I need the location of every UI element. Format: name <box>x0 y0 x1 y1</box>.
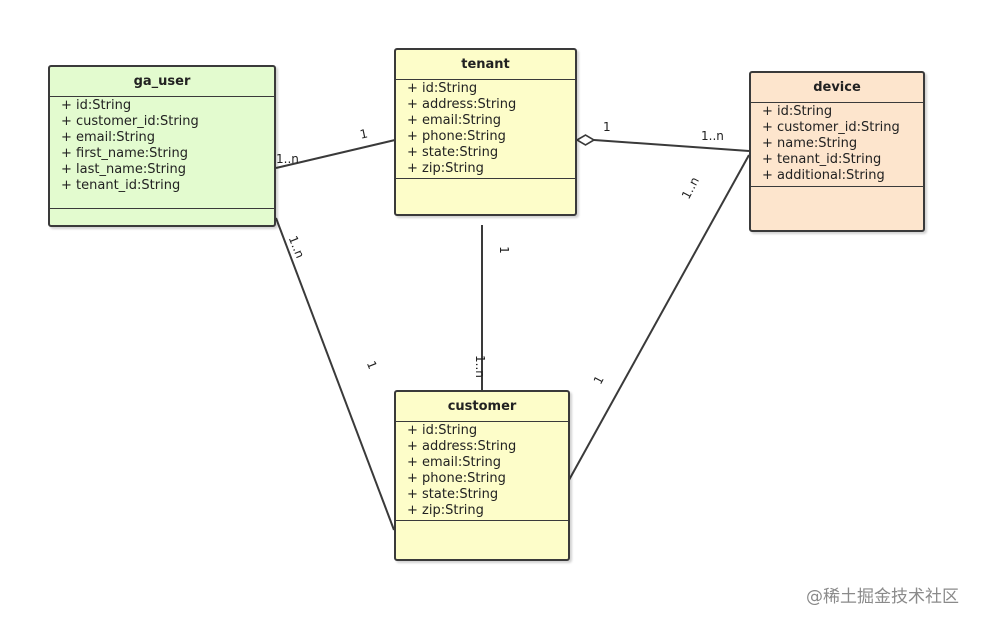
edge-tenant-device[interactable] <box>593 139 750 152</box>
edge-gauser-customer[interactable] <box>275 217 395 531</box>
class-tenant[interactable]: tenant + id:String + address:String + em… <box>394 48 577 216</box>
class-attributes: + id:String + address:String + email:Str… <box>396 80 575 179</box>
aggregation-diamond-icon <box>575 134 596 146</box>
class-title: customer <box>396 392 568 422</box>
attribute: + phone:String <box>407 129 506 144</box>
class-attributes: + id:String + address:String + email:Str… <box>396 422 568 521</box>
attribute: + first_name:String <box>61 146 188 161</box>
edge-gauser-tenant[interactable] <box>275 139 396 169</box>
attribute: + id:String <box>61 98 132 113</box>
multiplicity-label: 1..n <box>473 355 487 378</box>
attribute: + customer_id:String <box>762 120 900 135</box>
class-customer[interactable]: customer + id:String + address:String + … <box>394 390 570 561</box>
attribute: + id:String <box>407 423 478 438</box>
attribute: + tenant_id:String <box>61 178 181 193</box>
attribute: + address:String <box>407 97 517 112</box>
attribute: + email:String <box>407 113 502 128</box>
class-title: tenant <box>396 50 575 80</box>
class-attributes: + id:String + customer_id:String + email… <box>50 97 274 209</box>
attribute: + tenant_id:String <box>762 152 882 167</box>
class-ga-user[interactable]: ga_user + id:String + customer_id:String… <box>48 65 276 227</box>
attribute: + address:String <box>407 439 517 454</box>
attribute: + email:String <box>407 455 502 470</box>
watermark: @稀土掘金技术社区 <box>806 587 959 607</box>
attribute: + state:String <box>407 145 499 160</box>
attribute: + state:String <box>407 487 499 502</box>
attribute: + id:String <box>762 104 833 119</box>
multiplicity-label: 1..n <box>701 129 724 143</box>
attribute: + zip:String <box>407 503 484 518</box>
class-title: ga_user <box>50 67 274 97</box>
edge-device-customer[interactable] <box>568 154 750 481</box>
attribute: + name:String <box>762 136 858 151</box>
class-device[interactable]: device + id:String + customer_id:String … <box>749 71 925 232</box>
attribute: + customer_id:String <box>61 114 199 129</box>
attribute: + phone:String <box>407 471 506 486</box>
class-title: device <box>751 73 923 103</box>
attribute: + additional:String <box>762 168 885 183</box>
attribute: + email:String <box>61 130 156 145</box>
class-attributes: + id:String + customer_id:String + name:… <box>751 103 923 187</box>
multiplicity-label: 1 <box>603 120 611 134</box>
multiplicity-label: 1..n <box>276 152 299 166</box>
attribute: + last_name:String <box>61 162 187 177</box>
multiplicity-label: 1 <box>496 246 511 254</box>
attribute: + zip:String <box>407 161 484 176</box>
attribute: + id:String <box>407 81 478 96</box>
